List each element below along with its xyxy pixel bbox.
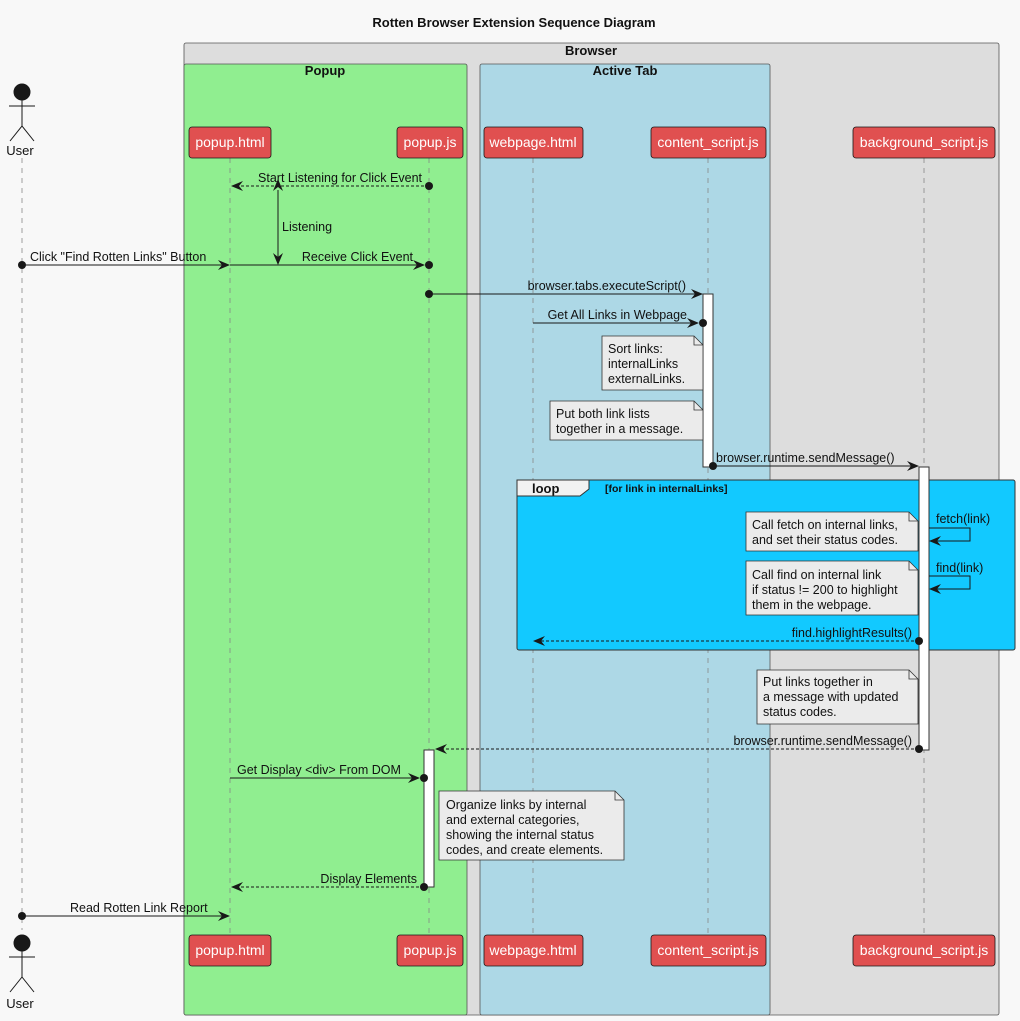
note-put-both: Put both link lists together in a messag… — [549, 400, 704, 441]
svg-text:popup.js: popup.js — [404, 942, 457, 958]
participant-background-script-js-bottom: background_script.js — [852, 934, 996, 967]
svg-text:Get Display <div> From DOM: Get Display <div> From DOM — [237, 763, 401, 777]
message-send-message-1: browser.runtime.sendMessage() — [709, 451, 919, 471]
svg-text:background_script.js: background_script.js — [860, 134, 988, 150]
svg-text:if status != 200 to highlight: if status != 200 to highlight — [752, 583, 898, 597]
svg-text:browser.runtime.sendMessage(): browser.runtime.sendMessage() — [733, 734, 912, 748]
svg-text:internalLinks: internalLinks — [608, 357, 678, 371]
message-receive-click: Receive Click Event — [230, 250, 433, 270]
participant-popup-js-bottom: popup.js — [396, 934, 464, 967]
message-execute-script: browser.tabs.executeScript() — [425, 279, 703, 299]
note-sort-links: Sort links: internalLinks externalLinks. — [601, 335, 704, 391]
svg-text:fetch(link): fetch(link) — [936, 512, 990, 526]
loop-condition: [for link in internalLinks] — [605, 483, 728, 495]
svg-text:popup.js: popup.js — [404, 134, 457, 150]
message-read-report: Read Rotten Link Report — [18, 901, 230, 921]
participant-popup-html: popup.html — [188, 126, 272, 159]
popup-box-label: Popup — [305, 63, 345, 78]
svg-text:and set their status codes.: and set their status codes. — [752, 533, 898, 547]
diagram-title: Rotten Browser Extension Sequence Diagra… — [372, 15, 655, 30]
svg-text:Call fetch on internal links,: Call fetch on internal links, — [752, 518, 898, 532]
svg-text:Organize links by internal: Organize links by internal — [446, 798, 586, 812]
message-fetch: fetch(link) — [929, 512, 990, 546]
participant-webpage-html: webpage.html — [483, 126, 584, 159]
svg-text:webpage.html: webpage.html — [488, 134, 576, 150]
browser-box-label: Browser — [565, 43, 617, 58]
activation-popup-js — [423, 749, 435, 888]
svg-text:popup.html: popup.html — [195, 942, 264, 958]
message-get-display-div: Get Display <div> From DOM — [230, 763, 428, 783]
participant-background-script-js: background_script.js — [852, 126, 996, 159]
svg-text:find(link): find(link) — [936, 561, 983, 575]
svg-text:codes, and create elements.: codes, and create elements. — [446, 843, 603, 857]
svg-text:webpage.html: webpage.html — [488, 942, 576, 958]
message-highlight-results: find.highlightResults() — [533, 626, 923, 646]
message-click-button: Click "Find Rotten Links" Button — [18, 250, 230, 270]
user-actor-top — [9, 83, 35, 142]
lifelines — [21, 158, 925, 935]
note-call-find: Call find on internal link if status != … — [745, 560, 919, 616]
note-put-links: Put links together in a message with upd… — [756, 669, 919, 725]
svg-text:Display Elements: Display Elements — [320, 872, 417, 886]
message-get-all-links: Get All Links in Webpage — [533, 308, 707, 328]
svg-text:popup.html: popup.html — [195, 134, 264, 150]
svg-text:Click "Find Rotten Links" Butt: Click "Find Rotten Links" Button — [30, 250, 206, 264]
active-tab-box-label: Active Tab — [593, 63, 658, 78]
loop-keyword: loop — [532, 481, 559, 496]
user-actor-bottom-label: User — [6, 996, 34, 1011]
note-call-fetch: Call fetch on internal links, and set th… — [745, 511, 919, 552]
svg-text:and external categories,: and external categories, — [446, 813, 579, 827]
svg-text:Sort links:: Sort links: — [608, 342, 663, 356]
svg-text:Listening: Listening — [282, 220, 332, 234]
svg-text:externalLinks.: externalLinks. — [608, 372, 685, 386]
svg-text:Start Listening for Click Even: Start Listening for Click Event — [258, 171, 422, 185]
activation-background-script — [918, 466, 930, 751]
user-actor-bottom — [9, 934, 35, 993]
svg-text:together in a message.: together in a message. — [556, 422, 683, 436]
svg-text:background_script.js: background_script.js — [860, 942, 988, 958]
svg-text:Put both link lists: Put both link lists — [556, 407, 650, 421]
svg-text:showing the internal status: showing the internal status — [446, 828, 594, 842]
participant-content-script-js-bottom: content_script.js — [650, 934, 767, 967]
svg-text:browser.runtime.sendMessage(): browser.runtime.sendMessage() — [716, 451, 895, 465]
svg-text:content_script.js: content_script.js — [657, 942, 758, 958]
message-start-listening: Start Listening for Click Event — [231, 171, 433, 191]
svg-text:Call find on internal link: Call find on internal link — [752, 568, 882, 582]
svg-text:Read Rotten Link Report: Read Rotten Link Report — [70, 901, 208, 915]
note-organize: Organize links by internal and external … — [438, 790, 625, 861]
svg-text:Get All Links in Webpage: Get All Links in Webpage — [548, 308, 687, 322]
message-display-elements: Display Elements — [231, 872, 428, 892]
participant-popup-js: popup.js — [396, 126, 464, 159]
message-send-message-2: browser.runtime.sendMessage() — [435, 734, 923, 754]
user-actor-top-label: User — [6, 143, 34, 158]
svg-text:find.highlightResults(): find.highlightResults() — [792, 626, 912, 640]
message-listening: Listening — [273, 179, 332, 265]
loop-tab — [516, 479, 590, 497]
participant-content-script-js: content_script.js — [650, 126, 767, 159]
participant-webpage-html-bottom: webpage.html — [483, 934, 584, 967]
svg-text:Receive Click Event: Receive Click Event — [302, 250, 414, 264]
svg-text:content_script.js: content_script.js — [657, 134, 758, 150]
message-find: find(link) — [929, 561, 983, 594]
svg-text:them in the webpage.: them in the webpage. — [752, 598, 872, 612]
svg-text:a message with updated: a message with updated — [763, 690, 899, 704]
svg-text:browser.tabs.executeScript(): browser.tabs.executeScript() — [528, 279, 686, 293]
participant-popup-html-bottom: popup.html — [188, 934, 272, 967]
svg-text:status codes.: status codes. — [763, 705, 837, 719]
popup-box — [183, 63, 468, 1016]
svg-text:Put links together in: Put links together in — [763, 675, 873, 689]
